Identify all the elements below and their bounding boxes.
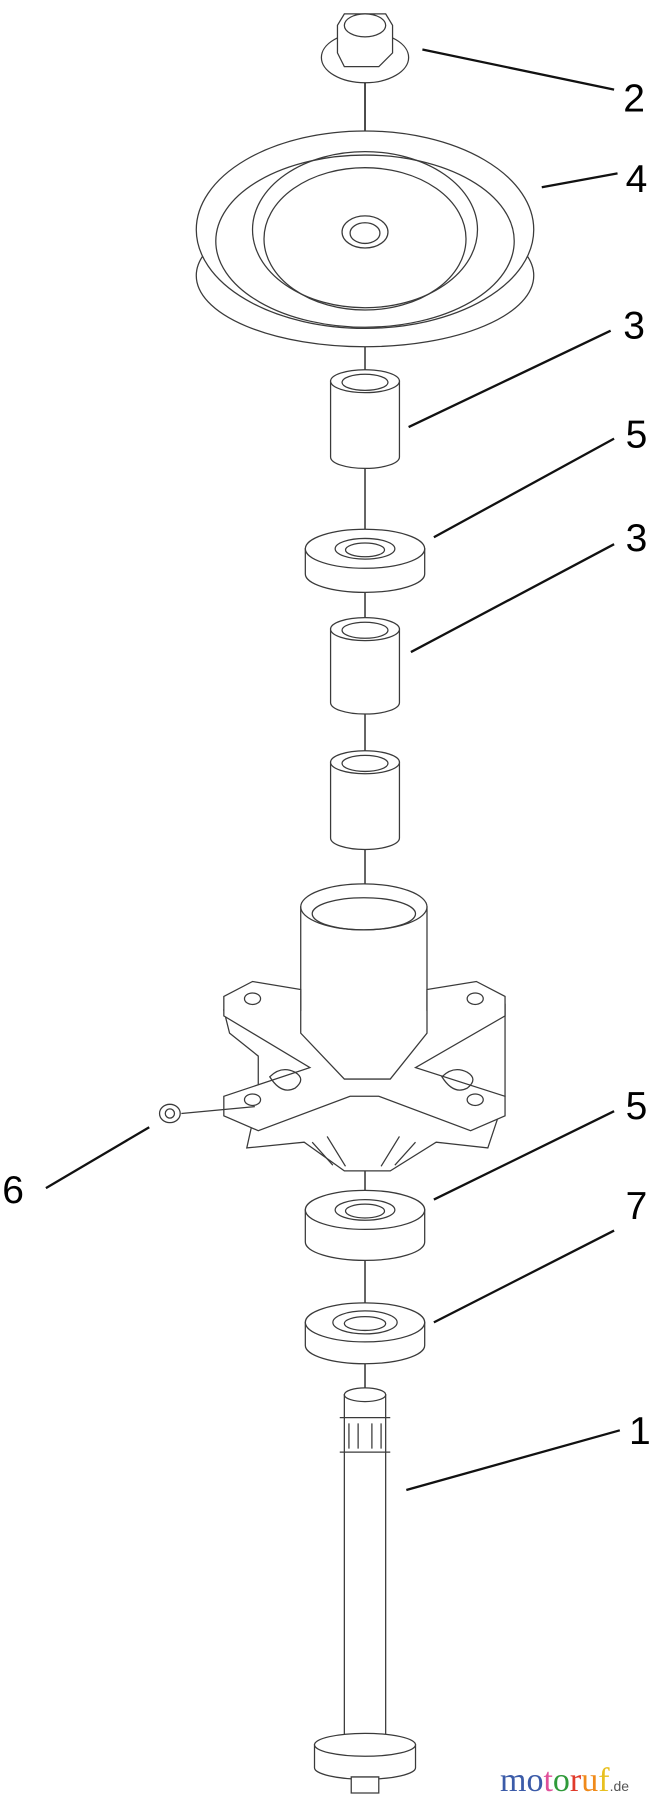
bearing-seal (304, 1302, 426, 1365)
spindle-housing (223, 883, 506, 1172)
watermark-letter: r (569, 1762, 582, 1799)
spacer-lower (329, 750, 401, 851)
callout-2: 2 (623, 77, 645, 120)
callout-5-upper: 5 (626, 414, 648, 457)
callout-1: 1 (629, 1410, 651, 1453)
watermark-letter: u (581, 1762, 599, 1799)
watermark-letter: o (526, 1762, 544, 1799)
grease-fitting (158, 1103, 255, 1124)
spacer-middle (329, 617, 401, 715)
callout-5-lower: 5 (626, 1085, 648, 1128)
watermark-letter: f (598, 1762, 610, 1799)
spacer-upper (329, 369, 401, 470)
watermark-suffix: .de (609, 1778, 630, 1794)
watermark-letter: o (552, 1762, 570, 1799)
callout-4: 4 (626, 158, 648, 201)
callout-3-upper: 3 (623, 305, 645, 348)
bearing-upper (304, 528, 426, 594)
callout-6: 6 (2, 1169, 24, 1212)
flange-nut (320, 13, 410, 161)
watermark-letter: t (543, 1762, 553, 1799)
watermark-logo: motoruf.de (500, 1762, 629, 1800)
spindle-shaft (313, 1387, 417, 1794)
watermark-letter: m (500, 1762, 527, 1799)
callout-7: 7 (626, 1185, 648, 1228)
pulley (195, 130, 535, 348)
leader-lines (45, 48, 621, 1492)
callout-3-middle: 3 (626, 517, 648, 560)
bearing-lower (304, 1189, 426, 1262)
